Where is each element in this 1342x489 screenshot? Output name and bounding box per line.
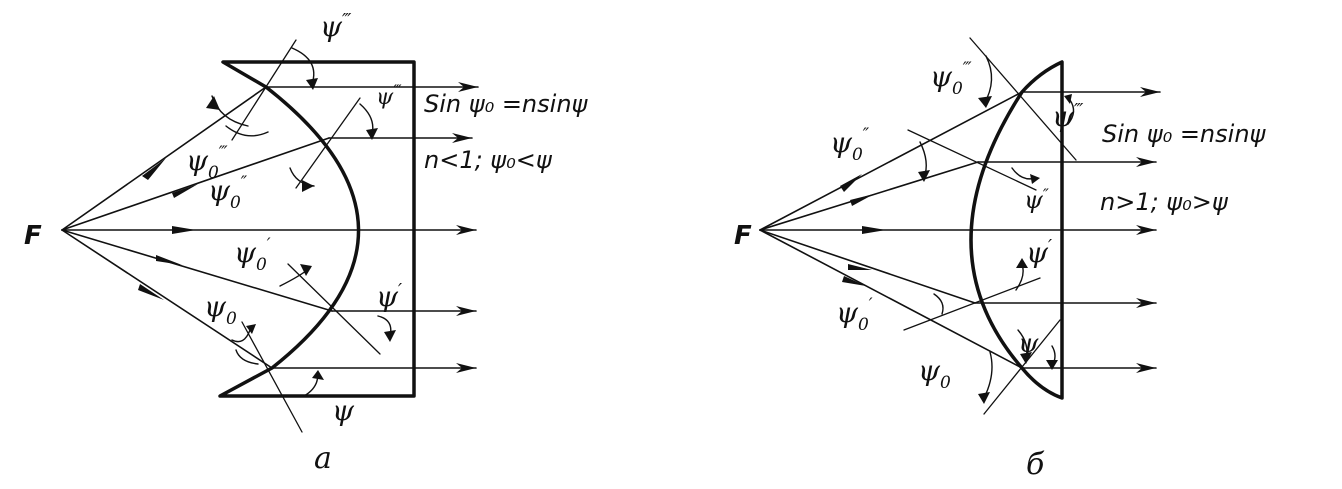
psi-label: ψ‴ — [320, 10, 352, 43]
psi-label: ψ′ — [376, 280, 402, 313]
arrowhead-icon — [156, 255, 182, 265]
ray-a-3 — [61, 229, 333, 312]
arrowhead-icon — [138, 284, 164, 300]
angle-arc-b — [983, 351, 993, 399]
angle-arc-a — [291, 47, 315, 85]
incident-rays-a — [61, 86, 333, 369]
normal-a-2 — [295, 97, 361, 189]
psi0-label: ψ0″ — [830, 125, 870, 165]
psi0-label: ψ0″ — [208, 173, 248, 213]
lens-profile-b — [969, 60, 1064, 400]
angle-labels-a: ψ‴ ψ‴ ψ0‴ ψ0″ ψ0′ ψ′ ψ0 ψ — [186, 10, 402, 427]
arrowhead-icon — [848, 264, 872, 270]
axis-arrowheads-b — [862, 226, 886, 234]
normal-a-1 — [231, 39, 297, 141]
arrowhead-icon — [206, 96, 220, 110]
normal-b-2 — [907, 129, 1037, 191]
angle-arc-b — [1067, 99, 1075, 125]
angle-arcs-b — [919, 55, 1075, 399]
output-rays-a — [61, 82, 479, 373]
arrowhead-icon — [978, 392, 990, 404]
arrowhead-icon — [918, 170, 930, 182]
arrowhead-icon — [978, 96, 992, 108]
psi-label: ψ — [332, 394, 355, 427]
focus-label-b: F — [734, 221, 752, 251]
normal-b-4 — [983, 319, 1061, 415]
angle-labels-b: ψ0‴ ψ‴ ψ0″ ψ″ ψ′ ψ0′ ψ ψ0 — [830, 59, 1084, 393]
arrowhead-icon — [384, 330, 396, 342]
psi-label: ψ‴ — [376, 81, 402, 110]
ray-a-2 — [61, 137, 330, 231]
axis-arrowheads-a — [172, 226, 196, 234]
ray-arrowheads-a — [138, 158, 198, 300]
arrowhead-icon — [1020, 352, 1032, 364]
arrowhead-icon — [246, 324, 256, 334]
angle-arc-b — [933, 293, 944, 315]
arrowhead-icon — [366, 128, 378, 140]
arrowhead-icon — [172, 226, 196, 234]
diagram-a: F ψ‴ ψ‴ ψ0‴ ψ0″ ψ0′ ψ′ ψ0 ψ Sin ψ₀ =nsin… — [24, 10, 589, 476]
arrowhead-icon — [862, 226, 886, 234]
psi0-label: ψ0′ — [836, 295, 873, 335]
psi-label: ψ‴ — [1052, 100, 1084, 133]
arrowhead-icon — [1030, 174, 1040, 184]
normal-a-3 — [287, 263, 381, 355]
formula-b: Sin ψ₀ =nsinψ — [1102, 120, 1267, 148]
angle-arrowheads-b — [918, 94, 1072, 404]
formula-a: Sin ψ₀ =nsinψ — [424, 90, 589, 118]
angle-arc-a — [225, 125, 269, 137]
arrowhead-icon — [172, 184, 198, 198]
arrowhead-icon — [306, 78, 318, 90]
normal-b-3 — [903, 277, 1041, 331]
psi0-label: ψ0′ — [234, 235, 271, 275]
arrowhead-icon — [842, 276, 866, 286]
psi-label: ψ″ — [1024, 185, 1049, 214]
arrowhead-icon — [1046, 360, 1058, 370]
condition-a: n<1; ψ₀<ψ — [424, 146, 553, 174]
angle-arc-a — [235, 349, 259, 365]
caption-b: б — [1026, 447, 1045, 482]
angle-arrowheads-a — [206, 78, 396, 380]
ray-b-4 — [759, 229, 1023, 369]
arrowhead-icon — [302, 180, 314, 192]
arrowhead-icon — [850, 194, 874, 206]
arrowhead-icon — [1016, 258, 1028, 268]
psi0-label: ψ0‴ — [186, 143, 228, 183]
arrowhead-icon — [840, 174, 862, 192]
ray-b-1 — [759, 91, 1023, 231]
normal-a-4 — [241, 321, 303, 433]
psi0-label: ψ0 — [918, 354, 951, 393]
psi-label: ψ — [1018, 329, 1039, 359]
arrowhead-icon — [142, 158, 166, 180]
condition-b: n>1; ψ₀>ψ — [1100, 188, 1229, 216]
arrowhead-icon — [300, 264, 312, 276]
diagram-b: F ψ0‴ ψ‴ ψ0″ ψ″ ψ′ ψ0′ ψ ψ0 Sin ψ₀ =nsin… — [734, 37, 1267, 482]
psi0-label: ψ0 — [204, 290, 237, 329]
ray-a-4 — [61, 229, 273, 369]
psi-label: ψ′ — [1026, 236, 1052, 269]
ray-b-3 — [759, 229, 976, 304]
arrowhead-icon — [1064, 94, 1072, 104]
angle-arc-a — [231, 329, 251, 343]
ray-a-1 — [61, 86, 267, 231]
caption-a: а — [314, 441, 332, 476]
output-rays-b — [759, 87, 1161, 373]
normals-a — [231, 39, 381, 433]
ray-arrowheads-b — [840, 174, 874, 286]
focus-label-a: F — [24, 221, 42, 251]
psi0-label: ψ0‴ — [930, 59, 972, 99]
arrowhead-icon — [312, 370, 324, 380]
